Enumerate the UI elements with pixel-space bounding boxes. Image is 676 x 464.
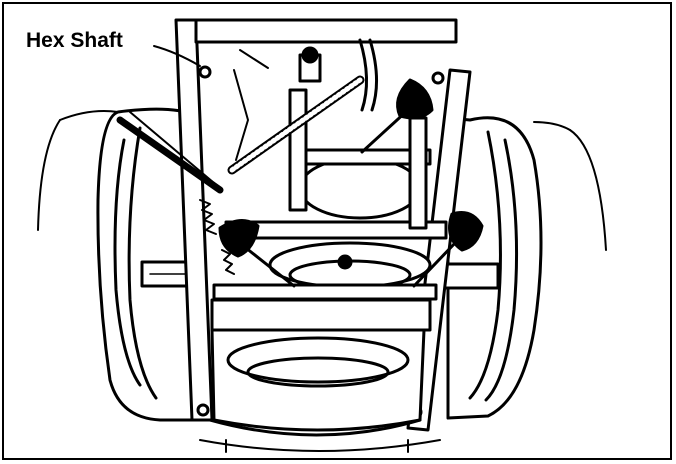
- control-cable: [116, 111, 224, 194]
- gear-teeth: [199, 199, 235, 275]
- spring: [227, 75, 365, 175]
- oil-can-middle-left: [218, 219, 296, 288]
- oil-can-right: [412, 211, 484, 288]
- oil-can-top-right: [360, 78, 434, 154]
- auger-housing: [199, 298, 441, 453]
- drive-assembly: [212, 38, 448, 301]
- hex-shaft-leader-line: [153, 45, 201, 67]
- hex-shaft-callout: Hex Shaft: [26, 29, 123, 52]
